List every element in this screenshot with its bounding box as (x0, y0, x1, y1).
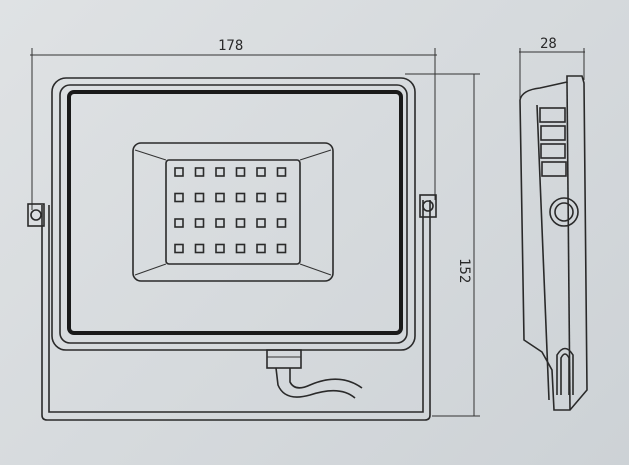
width-label: 178 (218, 38, 243, 54)
led-chip (194, 243, 205, 254)
led-chip (215, 243, 225, 254)
led-chip (276, 243, 287, 254)
led-chip (235, 167, 246, 177)
bracket-knob-right (419, 194, 437, 218)
depth-label: 28 (540, 36, 557, 52)
side-view: 28 (519, 36, 588, 411)
led-chip (235, 243, 246, 254)
housing-outer (51, 77, 416, 351)
led-chip (194, 192, 205, 203)
led-chip (276, 192, 287, 203)
led-chip (256, 192, 266, 203)
housing-inner (59, 84, 408, 344)
height-label: 152 (456, 258, 472, 283)
led-chip (256, 167, 266, 177)
bracket-knob-left (27, 203, 45, 227)
led-chip (194, 218, 205, 228)
led-chip (194, 167, 205, 177)
led-chip (215, 218, 225, 228)
led-chip (174, 192, 184, 203)
width-dimension: 178 (30, 38, 437, 210)
led-chip (235, 218, 246, 228)
led-panel (132, 142, 334, 282)
glass-border (67, 90, 403, 335)
led-chip (174, 167, 184, 177)
led-chip (276, 218, 287, 228)
mounting-bracket (41, 200, 431, 421)
led-chip (276, 167, 287, 177)
led-chip (174, 243, 184, 254)
led-chip (256, 243, 266, 254)
led-chip (174, 218, 184, 228)
led-chip (215, 167, 225, 177)
led-chip (256, 218, 266, 228)
height-dimension: 152 (405, 73, 480, 417)
cable-gland (266, 349, 363, 399)
led-chip (215, 192, 225, 203)
led-chip (235, 192, 246, 203)
